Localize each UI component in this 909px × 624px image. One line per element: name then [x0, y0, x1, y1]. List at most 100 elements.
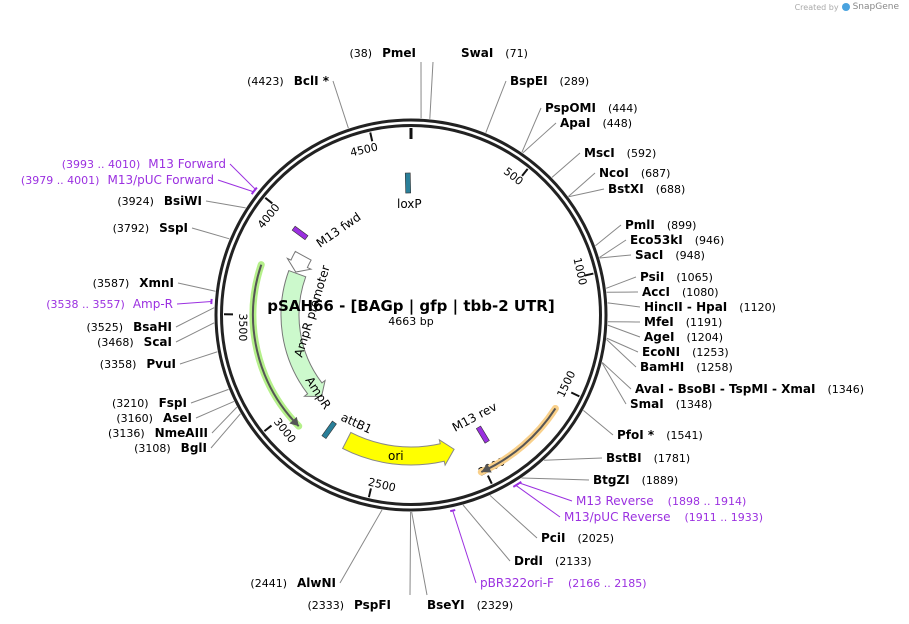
restriction-site-label[interactable]: BtgZI(1889) — [593, 473, 678, 487]
site-name: AgeI — [644, 330, 674, 344]
primer-label[interactable]: pBR322ori-F(2166 .. 2185) — [480, 576, 647, 590]
site-position: (71) — [505, 47, 528, 60]
site-name: BstXI — [608, 182, 644, 196]
restriction-site-label[interactable]: (3108)BglI — [134, 441, 207, 455]
feature-m13-rev[interactable] — [475, 425, 490, 444]
restriction-site-label[interactable]: (3358)PvuI — [100, 357, 176, 371]
site-leader — [211, 406, 238, 434]
orange-feature-arc[interactable] — [480, 407, 557, 473]
restriction-site-label[interactable]: MfeI(1191) — [644, 315, 722, 329]
restriction-site-label[interactable]: BstXI (688) — [608, 182, 685, 196]
site-position: (1080) — [682, 286, 719, 299]
restriction-site-label[interactable]: (2333)PspFI — [307, 598, 391, 612]
site-leader — [595, 224, 622, 247]
primer-label[interactable]: (3993 .. 4010)M13 Forward — [62, 157, 226, 171]
tick-label: 2500 — [367, 475, 397, 494]
site-position: (38) — [350, 47, 373, 60]
primer-label[interactable]: (3979 .. 4001)M13/pUC Forward — [21, 173, 214, 187]
primer-leader — [452, 510, 477, 584]
restriction-site-label[interactable]: SmaI(1348) — [630, 397, 712, 411]
restriction-site-label[interactable]: (4423)BclI * — [247, 74, 330, 88]
primer-range: (3979 .. 4001) — [21, 174, 100, 187]
tick-label: 500 — [501, 165, 526, 188]
restriction-site-label[interactable]: AccI (1080) — [642, 285, 719, 299]
primer-range: (1898 .. 1914) — [668, 495, 747, 508]
site-position: (3210) — [112, 397, 149, 410]
feature-m13-fwd[interactable] — [291, 225, 309, 241]
restriction-site-label[interactable]: PciI(2025) — [541, 531, 614, 545]
restriction-site-label[interactable]: BamHI(1258) — [640, 360, 733, 374]
site-position: (3792) — [113, 222, 150, 235]
restriction-site-label[interactable]: PspOMI(444) — [545, 101, 638, 115]
site-name: MscI — [584, 146, 615, 160]
site-position: (1258) — [696, 361, 733, 374]
feature-ori[interactable] — [341, 431, 455, 467]
restriction-site-label[interactable]: (3525)BsaHI — [87, 320, 172, 334]
site-position: (2025) — [578, 532, 615, 545]
restriction-site-label[interactable]: DrdI(2133) — [514, 554, 592, 568]
feature-ampr[interactable] — [280, 269, 326, 397]
credit-brand: SnapGene — [852, 2, 899, 12]
restriction-site-label[interactable]: AgeI (1204) — [644, 330, 723, 344]
primer-leader — [217, 179, 254, 193]
green-feature-arc-arrowhead-icon — [289, 416, 299, 427]
restriction-site-label[interactable]: BseYI(2329) — [427, 598, 513, 612]
restriction-site-label[interactable]: SwaI(71) — [461, 46, 528, 60]
restriction-site-label[interactable]: (3210)FspI — [112, 396, 187, 410]
site-name: PmeI — [382, 46, 416, 60]
feature-label-m13-rev: M13 rev — [450, 399, 499, 434]
site-leader — [429, 61, 434, 119]
restriction-site-label[interactable]: AvaI - BsoBI - TspMI - XmaI(1346) — [635, 382, 864, 396]
primer-label[interactable]: (3538 .. 3557)Amp-R — [46, 297, 173, 311]
site-leader — [339, 509, 383, 584]
restriction-site-label[interactable]: (3792)SspI — [113, 221, 188, 235]
site-name: ApaI — [560, 116, 590, 130]
restriction-site-label[interactable]: MscI(592) — [584, 146, 656, 160]
site-name: BsiWI — [164, 194, 202, 208]
site-position: (3468) — [97, 336, 134, 349]
site-position: (3525) — [87, 321, 124, 334]
restriction-site-label[interactable]: HincII - HpaI(1120) — [644, 300, 776, 314]
restriction-site-label[interactable]: NcoI(687) — [599, 166, 670, 180]
restriction-site-label[interactable]: PfoI *(1541) — [617, 428, 703, 442]
restriction-site-label[interactable]: SacI(948) — [635, 248, 705, 262]
site-name: XmnI — [139, 276, 174, 290]
feature-label-loxp: loxP — [397, 197, 422, 211]
site-leader — [607, 324, 641, 338]
primer-name: M13 Forward — [148, 157, 226, 171]
site-name: PspOMI — [545, 101, 596, 115]
site-position: (1204) — [686, 331, 723, 344]
site-leader — [568, 188, 605, 198]
backbone-inner-strand — [220, 124, 602, 506]
site-leader — [601, 362, 632, 390]
restriction-site-label[interactable]: (3136)NmeAIII — [108, 426, 208, 440]
restriction-site-label[interactable]: (2441)AlwNI — [250, 576, 336, 590]
feature-ampr-promoter[interactable] — [286, 250, 313, 273]
primer-label[interactable]: M13 Reverse(1898 .. 1914) — [576, 494, 746, 508]
restriction-site-label[interactable]: PmlI(899) — [625, 218, 696, 232]
restriction-site-label[interactable]: (3468)ScaI — [97, 335, 172, 349]
restriction-site-label[interactable]: BstBI(1781) — [606, 451, 690, 465]
restriction-site-label[interactable]: (3160)AseI — [116, 411, 192, 425]
restriction-site-label[interactable]: ApaI(448) — [560, 116, 632, 130]
site-name: AccI — [642, 285, 670, 299]
restriction-site-label[interactable]: PsiI(1065) — [640, 270, 713, 284]
green-feature-arc[interactable] — [252, 264, 300, 427]
site-leader — [522, 122, 557, 154]
restriction-site-label[interactable]: (3924)BsiWI — [117, 194, 202, 208]
site-position: (688) — [656, 183, 686, 196]
feature-attb1[interactable] — [321, 420, 337, 440]
primer-range: (3538 .. 3557) — [46, 298, 125, 311]
restriction-site-label[interactable]: (3587)XmnI — [93, 276, 174, 290]
restriction-site-label[interactable]: BspEI(289) — [510, 74, 589, 88]
restriction-site-label[interactable]: Eco53kI(946) — [630, 233, 724, 247]
site-leader-lines — [175, 61, 641, 596]
feature-loxp[interactable] — [404, 172, 412, 194]
primer-label[interactable]: M13/pUC Reverse(1911 .. 1933) — [564, 510, 763, 524]
site-leader — [179, 351, 218, 365]
restriction-site-label[interactable]: (38) PmeI — [350, 46, 417, 60]
primer-name: pBR322ori-F — [480, 576, 554, 590]
restriction-site-label[interactable]: EcoNI(1253) — [642, 345, 729, 359]
site-position: (3358) — [100, 358, 137, 371]
site-name: SmaI — [630, 397, 664, 411]
